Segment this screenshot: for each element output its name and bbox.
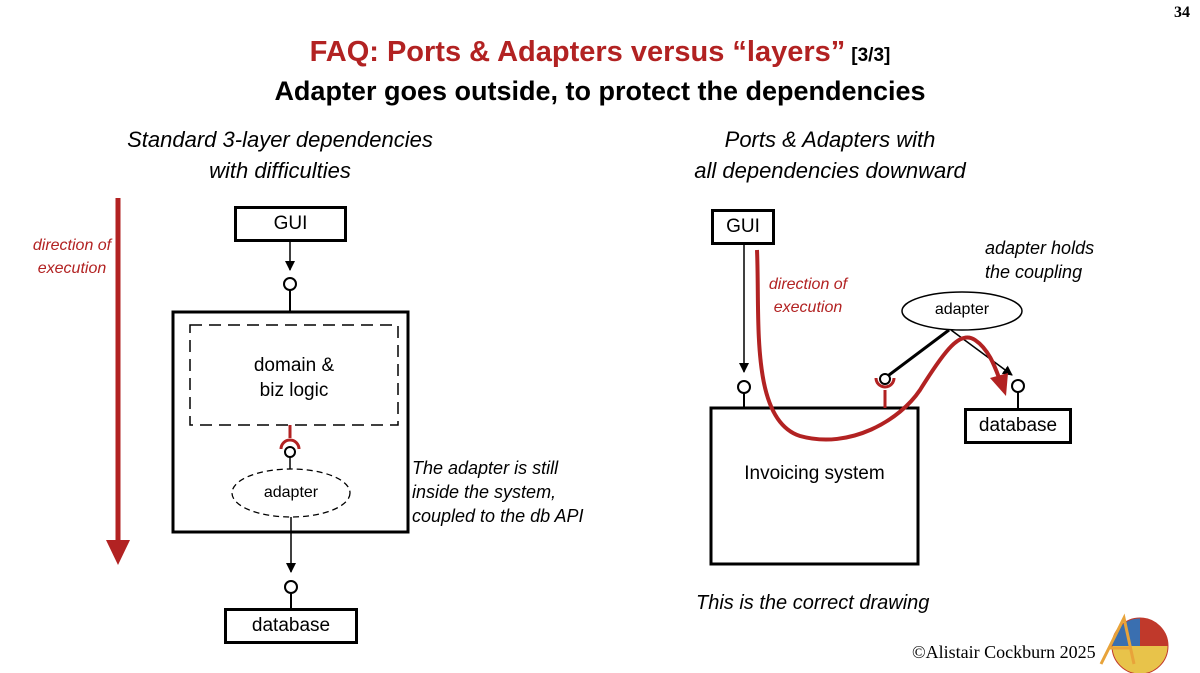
left-domain-box [189,324,399,426]
left-direction-arrow [106,198,130,565]
right-adapter-ellipse [901,291,1023,331]
right-system-box [709,406,920,566]
left-gui-label: GUI [273,213,308,234]
right-direction-label: direction of execution [752,273,864,319]
copyright-notice: ©Alistair Cockburn 2025 [912,642,1096,662]
left-domain-label-line1: domain & [253,355,335,376]
right-database-box: database [964,408,1072,444]
left-database-label: database [251,615,331,636]
left-gui-box: GUI [234,206,347,242]
right-adapter-note-line2: the coupling [985,262,1083,282]
slide-title-part: [3/3] [851,45,891,66]
right-system-label: Invoicing system [744,463,885,484]
right-adapter-note: adapter holds the coupling [985,236,1145,284]
right-database-label: database [978,415,1058,436]
right-heading-line2: all dependencies downward [694,158,966,183]
left-direction-label-line1: direction of [32,237,112,254]
right-db-port [1011,379,1025,408]
right-direction-curve [755,249,1008,442]
right-adapter-label: adapter [934,301,990,318]
left-internal-port [279,425,301,472]
right-gui-box: GUI [711,209,775,245]
right-system-port [874,373,896,408]
left-domain-label-line2: biz logic [259,380,329,401]
left-adapter-note-line1: The adapter is still [412,458,559,478]
right-direction-label-line1: direction of [768,276,848,293]
left-heading: Standard 3-layer dependencies with diffi… [60,124,500,186]
slide-title: FAQ: Ports & Adapters versus “layers”[3/… [0,36,1200,69]
slide-title-main: FAQ: Ports & Adapters versus “layers” [309,36,846,68]
left-direction-label: direction of execution [12,234,132,280]
slide-subtitle: Adapter goes outside, to protect the dep… [274,76,926,106]
right-gui-connector [737,244,751,408]
left-direction-label-line2: execution [37,260,107,277]
left-adapter-note-line3: coupled to the db API [412,506,584,526]
right-heading: Ports & Adapters with all dependencies d… [640,124,1020,186]
left-heading-line1: Standard 3-layer dependencies [127,127,433,152]
right-heading-line1: Ports & Adapters with [724,127,936,152]
right-caption: This is the correct drawing [696,592,930,614]
right-adapter-note-line1: adapter holds [985,238,1095,258]
left-database-box: database [224,608,358,644]
right-gui-label: GUI [726,216,760,237]
left-heading-line2: with difficulties [209,158,351,183]
left-domain-label: domain & biz logic [200,353,388,403]
left-adapter-note-line2: inside the system, [412,482,557,502]
left-adapter-label: adapter [263,484,319,501]
right-direction-label-line2: execution [773,299,843,316]
author-logo [1099,613,1169,673]
page-number: 34 [1174,4,1190,21]
left-gui-connector [283,240,297,312]
left-adapter-note: The adapter is still inside the system, … [412,456,652,528]
left-db-connector [284,517,298,608]
left-adapter-ellipse [231,468,351,518]
